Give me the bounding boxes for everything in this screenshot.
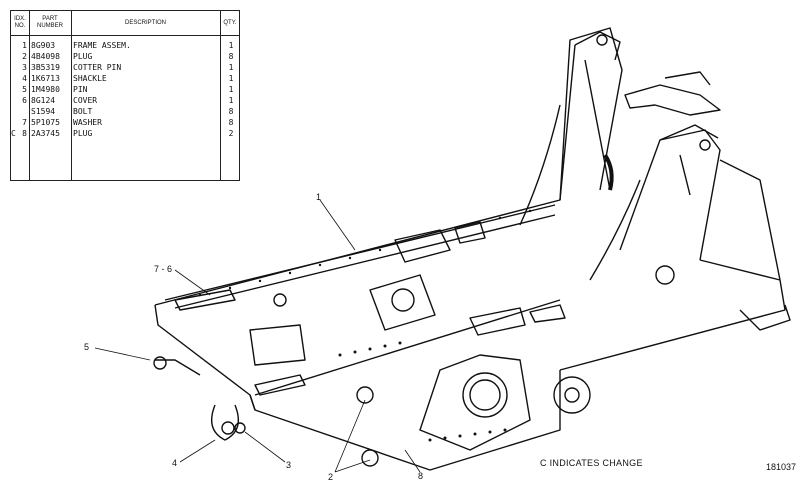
header-index-no: IDX. NO. (14, 16, 26, 29)
callout-2: 2 (328, 472, 334, 482)
callout-8: 8 (418, 471, 424, 481)
header-qty: QTY. (223, 19, 237, 26)
header-description: DESCRIPTION (124, 19, 166, 26)
callout-1: 1 (316, 192, 322, 202)
callout-3: 3 (286, 460, 292, 470)
change-note: C INDICATES CHANGE (540, 458, 643, 468)
callout-7-6: 7 - 6 (154, 264, 173, 274)
figure-number: 181037 (766, 462, 797, 472)
callout-4: 4 (172, 458, 178, 468)
header-part-number: PART NUMBER (36, 16, 63, 29)
parts-table: IDX. NO. PART NUMBER DESCRIPTION QTY. 1 … (10, 10, 240, 181)
callout-5: 5 (84, 342, 90, 352)
